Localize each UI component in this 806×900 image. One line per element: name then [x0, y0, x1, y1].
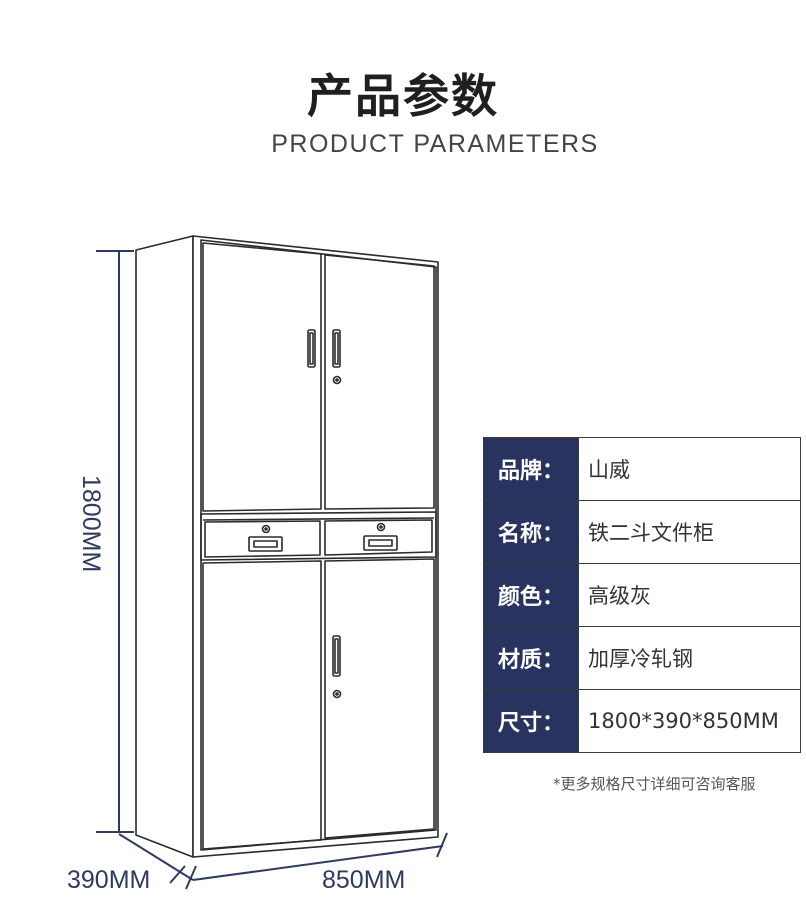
table-row: 材质： 加厚冷轧钢 — [483, 626, 801, 690]
table-row: 名称： 铁二斗文件柜 — [483, 500, 801, 564]
param-value-size: 1800*390*850MM — [578, 689, 801, 753]
door-handle — [332, 329, 341, 368]
lock-icon — [332, 375, 342, 385]
drawer-handle — [248, 536, 283, 552]
depth-dimension-label: 390MM — [67, 866, 150, 894]
drawer-right — [324, 519, 433, 556]
table-row: 品牌： 山威 — [483, 437, 801, 501]
param-label-size: 尺寸： — [483, 689, 579, 753]
param-value-name: 铁二斗文件柜 — [578, 500, 801, 564]
param-value-material: 加厚冷轧钢 — [578, 626, 801, 690]
width-dimension-label: 850MM — [322, 866, 405, 894]
page-title: 产品参数 — [307, 69, 499, 123]
lock-icon — [261, 524, 271, 534]
param-label-material: 材质： — [483, 626, 579, 690]
footnote: *更多规格尺寸详细可咨询客服 — [553, 775, 756, 793]
lock-icon — [376, 522, 386, 532]
lock-icon — [332, 689, 342, 699]
param-label-color: 颜色： — [483, 563, 579, 627]
table-row: 尺寸： 1800*390*850MM — [483, 689, 801, 753]
table-row: 颜色： 高级灰 — [483, 563, 801, 627]
drawer-handle — [363, 535, 398, 551]
param-label-brand: 品牌： — [483, 437, 579, 501]
drawer-band — [200, 511, 437, 561]
drawer-left — [204, 520, 321, 558]
lower-left-door — [202, 560, 322, 850]
param-value-color: 高级灰 — [578, 563, 801, 627]
param-value-brand: 山威 — [578, 437, 801, 501]
cabinet-front-frame — [192, 235, 439, 858]
height-dimension-label: 1800MM — [77, 475, 105, 572]
upper-left-door — [202, 242, 322, 512]
upper-right-door — [324, 254, 435, 510]
lower-right-door — [324, 558, 435, 839]
cabinet-side-panel — [135, 235, 194, 858]
door-handle — [332, 635, 341, 677]
param-label-name: 名称： — [483, 500, 579, 564]
door-handle — [307, 329, 316, 368]
parameter-table: 品牌： 山威 名称： 铁二斗文件柜 颜色： 高级灰 材质： 加厚冷轧钢 尺寸： … — [483, 437, 801, 753]
page-subtitle: PRODUCT PARAMETERS — [271, 130, 599, 158]
